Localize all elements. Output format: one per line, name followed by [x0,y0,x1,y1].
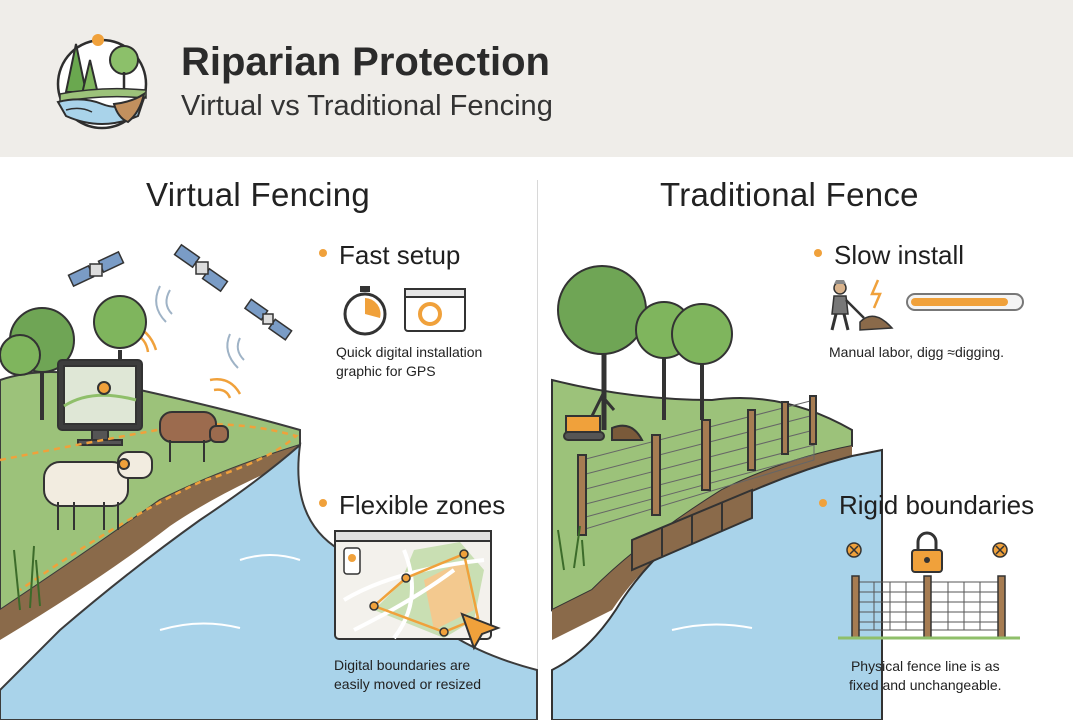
zone-map-window-icon [334,530,501,651]
header-banner: Riparian Protection Virtual vs Tradition… [0,0,1073,157]
page-title: Riparian Protection [181,40,550,84]
wire-fence-icon [577,395,817,536]
fast-setup-desc-line2: graphic for GPS [336,363,436,379]
satellite-icon [243,298,293,341]
virtual-fencing-scene [0,243,538,720]
flexible-zones-desc-line1: Digital boundaries are [334,657,471,673]
satellite-icon [173,243,229,293]
riparian-landscape-icon [56,34,148,130]
x-mark-icon [992,542,1008,558]
slow-install-desc: Manual labor, digg ≈digging. [829,344,1005,360]
cow-icon [43,451,153,530]
virtual-heading: Virtual Fencing [146,176,371,213]
bullet-fast-setup: Fast setup [319,240,460,271]
install-progress-fill [911,298,1008,306]
traditional-fence-scene [551,265,883,720]
rigid-boundaries-label: Rigid boundaries [839,490,1035,520]
rigid-boundaries-desc-line2: fixed and unchangeable. [849,677,1002,693]
bullet-dot [319,249,327,258]
bullet-dot [319,499,327,508]
locked-fence-icon [838,531,1020,640]
flexible-zones-label: Flexible zones [339,490,506,520]
cow-icon [159,411,229,462]
rigid-boundaries-desc: Physical fence line is as fixed and unch… [849,657,1002,695]
x-mark-icon [846,542,862,558]
bullet-slow-install: Slow install [814,240,964,271]
flexible-zones-desc: Digital boundaries are easily moved or r… [334,656,481,694]
flexible-zones-desc-line2: easily moved or resized [334,676,482,692]
bullet-rigid-boundaries: Rigid boundaries [819,490,1034,521]
traditional-heading: Traditional Fence [660,176,919,213]
fast-setup-label: Fast setup [339,240,461,270]
stopwatch-icon [343,286,387,336]
column-divider [537,180,538,720]
excavator-icon [563,393,644,441]
fast-setup-desc: Quick digital installation graphic for G… [336,343,482,381]
worker-digging-icon [830,279,894,331]
bullet-flexible-zones: Flexible zones [319,490,505,521]
page-subtitle: Virtual vs Traditional Fencing [181,90,553,122]
gps-monitor-icon [57,359,143,446]
app-window-icon [404,288,466,332]
padlock-icon [911,531,943,573]
bullet-dot [814,249,822,258]
fast-setup-desc-line1: Quick digital installation [336,344,483,360]
slow-install-label: Slow install [834,240,965,270]
install-progress-bar [906,293,1024,311]
bullet-dot [819,499,827,508]
rigid-boundaries-desc-line1: Physical fence line is as [850,658,1000,674]
satellite-icon [67,250,125,288]
